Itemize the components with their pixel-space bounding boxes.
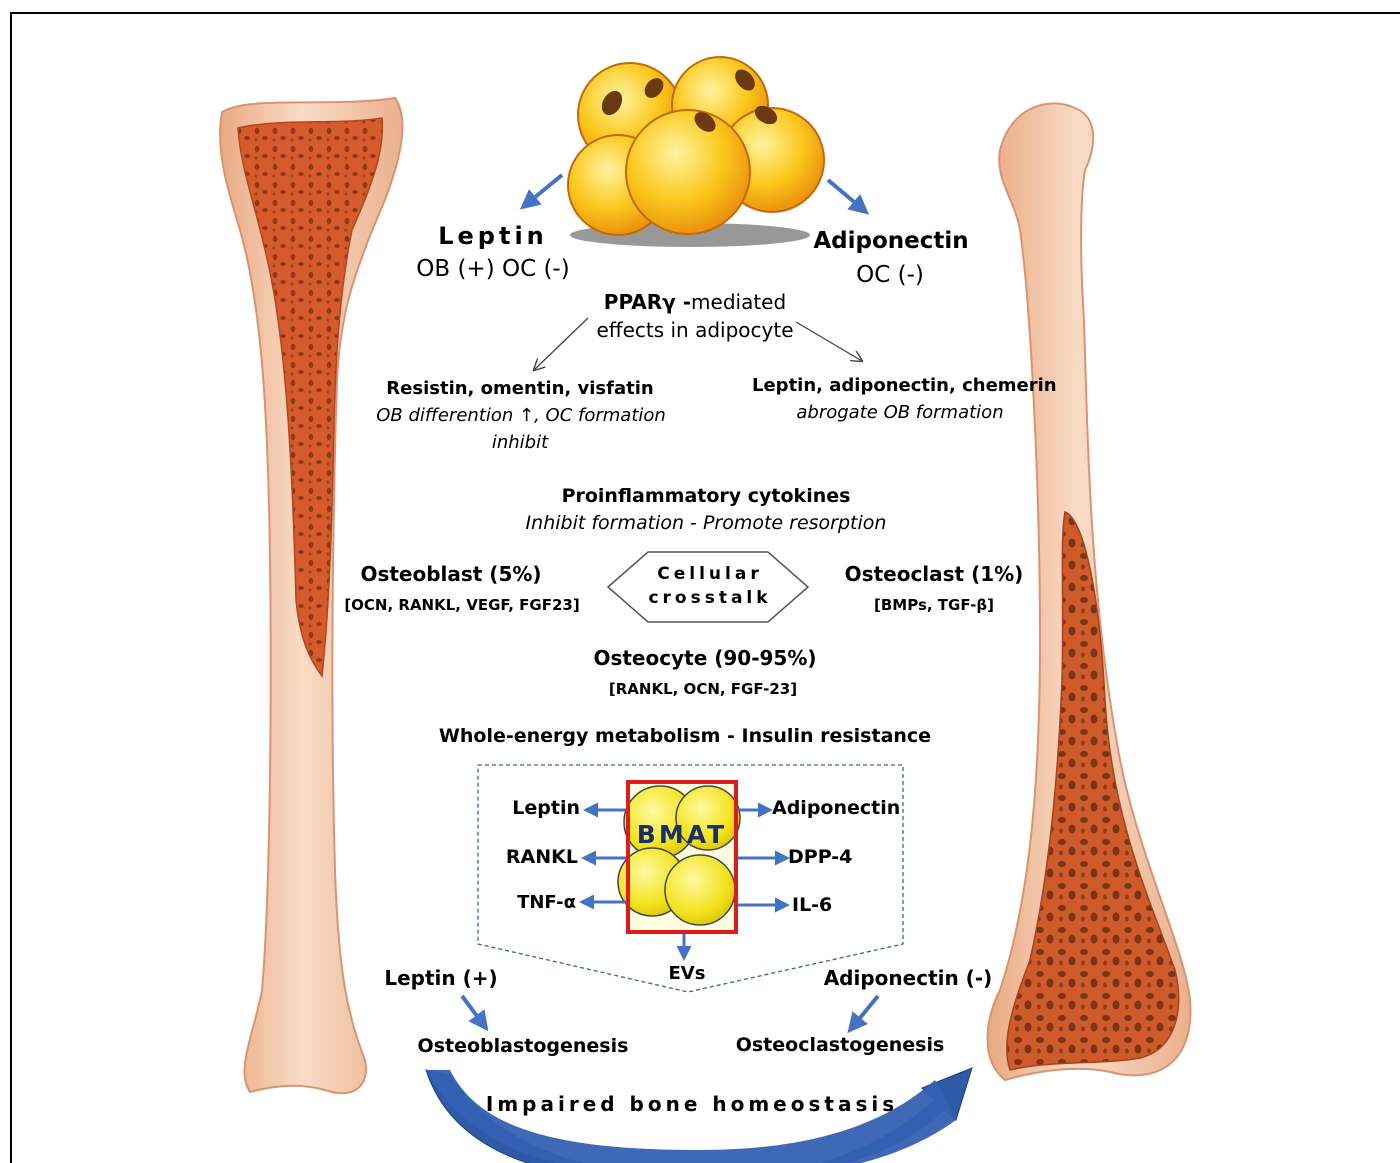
adiponectin-effect: OC (-) — [830, 262, 950, 288]
crosstalk-line2: crosstalk — [630, 588, 790, 608]
bmat-left-tnf: TNF-α — [500, 892, 576, 913]
bottom-leptin: Leptin (+) — [380, 966, 502, 990]
ppar-rest: mediated — [691, 290, 786, 314]
cytokines-title: Proinflammatory cytokines — [546, 485, 866, 507]
osteocyte-label: Osteocyte (90-95%) — [580, 646, 830, 670]
bmat-box — [618, 782, 740, 932]
osteoclast-label: Osteoclast (1%) — [836, 562, 1032, 586]
bmat-right-dpp4: DPP-4 — [788, 846, 858, 868]
left-branch-line1: OB differention ↑, OC formation — [362, 405, 680, 426]
right-branch-line1: abrogate OB formation — [780, 402, 1020, 423]
leptin-effect: OB (+) OC (-) — [404, 256, 582, 282]
osteoblast-label: Osteoblast (5%) — [352, 562, 550, 586]
right-bone — [988, 103, 1191, 1080]
bmat-left-rankl: RANKL — [490, 846, 578, 868]
crosstalk-hexagon — [608, 552, 808, 622]
bmat-right-il6: IL-6 — [792, 894, 852, 916]
crosstalk-line1: Cellular — [630, 564, 790, 584]
ppar-bold: PPARγ - — [604, 290, 691, 314]
bmat-evs: EVs — [660, 963, 714, 984]
ppar-line1: PPARγ -mediated — [590, 290, 800, 314]
cytokines-subtitle: Inhibit formation - Promote resorption — [492, 512, 920, 534]
osteocyte-markers: [RANKL, OCN, FGF-23] — [596, 680, 810, 698]
bmat-left-leptin: Leptin — [496, 797, 580, 819]
right-branch-title: Leptin, adiponectin, chemerin — [752, 375, 1048, 396]
metabolism-title: Whole-energy metabolism - Insulin resist… — [428, 725, 942, 747]
adipocyte-cluster — [568, 57, 824, 247]
bmat-right-adiponectin: Adiponectin — [772, 797, 900, 819]
osteoblast-markers: [OCN, RANKL, VEGF, FGF23] — [342, 596, 582, 614]
ppar-line2: effects in adipocyte — [590, 318, 800, 342]
leptin-title: Leptin — [438, 222, 548, 250]
osteoclastogenesis-label: Osteoclastogenesis — [732, 1034, 948, 1056]
bmat-label: BMAT — [630, 820, 734, 849]
adiponectin-title: Adiponectin — [806, 228, 976, 254]
left-branch-line2: inhibit — [462, 432, 578, 453]
bottom-adiponectin: Adiponectin (-) — [818, 966, 998, 990]
bottom-small-arrows — [462, 996, 878, 1030]
left-branch-title: Resistin, omentin, visfatin — [382, 378, 658, 399]
osteoclast-markers: [BMPs, TGF-β] — [862, 596, 1006, 614]
osteoblastogenesis-label: Osteoblastogenesis — [414, 1035, 632, 1057]
homeostasis-label: Impaired bone homeostasis — [482, 1092, 902, 1116]
